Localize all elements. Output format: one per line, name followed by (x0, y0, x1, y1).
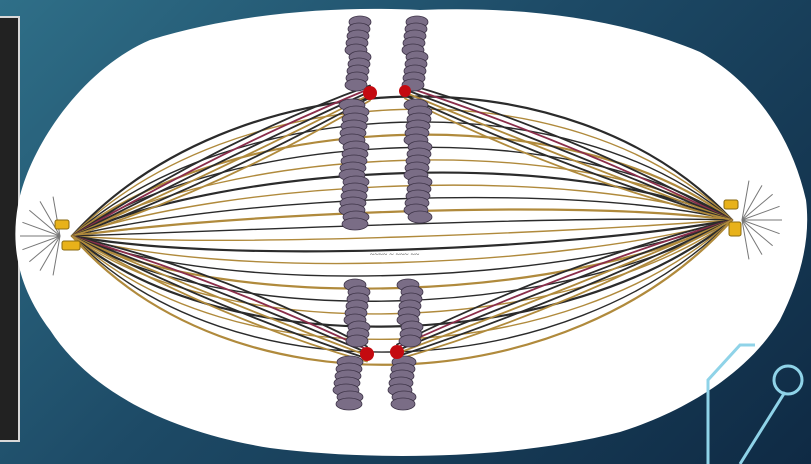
kinetochore-top-right (399, 85, 411, 97)
handwritten-label: ~~~~ ~ ~~~ ~~ (370, 250, 420, 259)
chromosome-top-left-lower (339, 99, 369, 230)
chromosome-bottom-left-upper (344, 279, 370, 347)
kinetochore-bottom-left (360, 347, 374, 361)
decorative-accent (708, 345, 802, 464)
chromosome-bottom-left-lower (333, 356, 363, 410)
chromosome-top-right-upper (402, 16, 428, 91)
chromosome-top-right-lower (404, 99, 432, 223)
chromosome-top-left-upper (345, 16, 371, 91)
kinetochore-bottom-right (390, 345, 404, 359)
chromosome-bottom-right-upper (397, 279, 423, 347)
kinetochore-top-left (363, 86, 377, 100)
